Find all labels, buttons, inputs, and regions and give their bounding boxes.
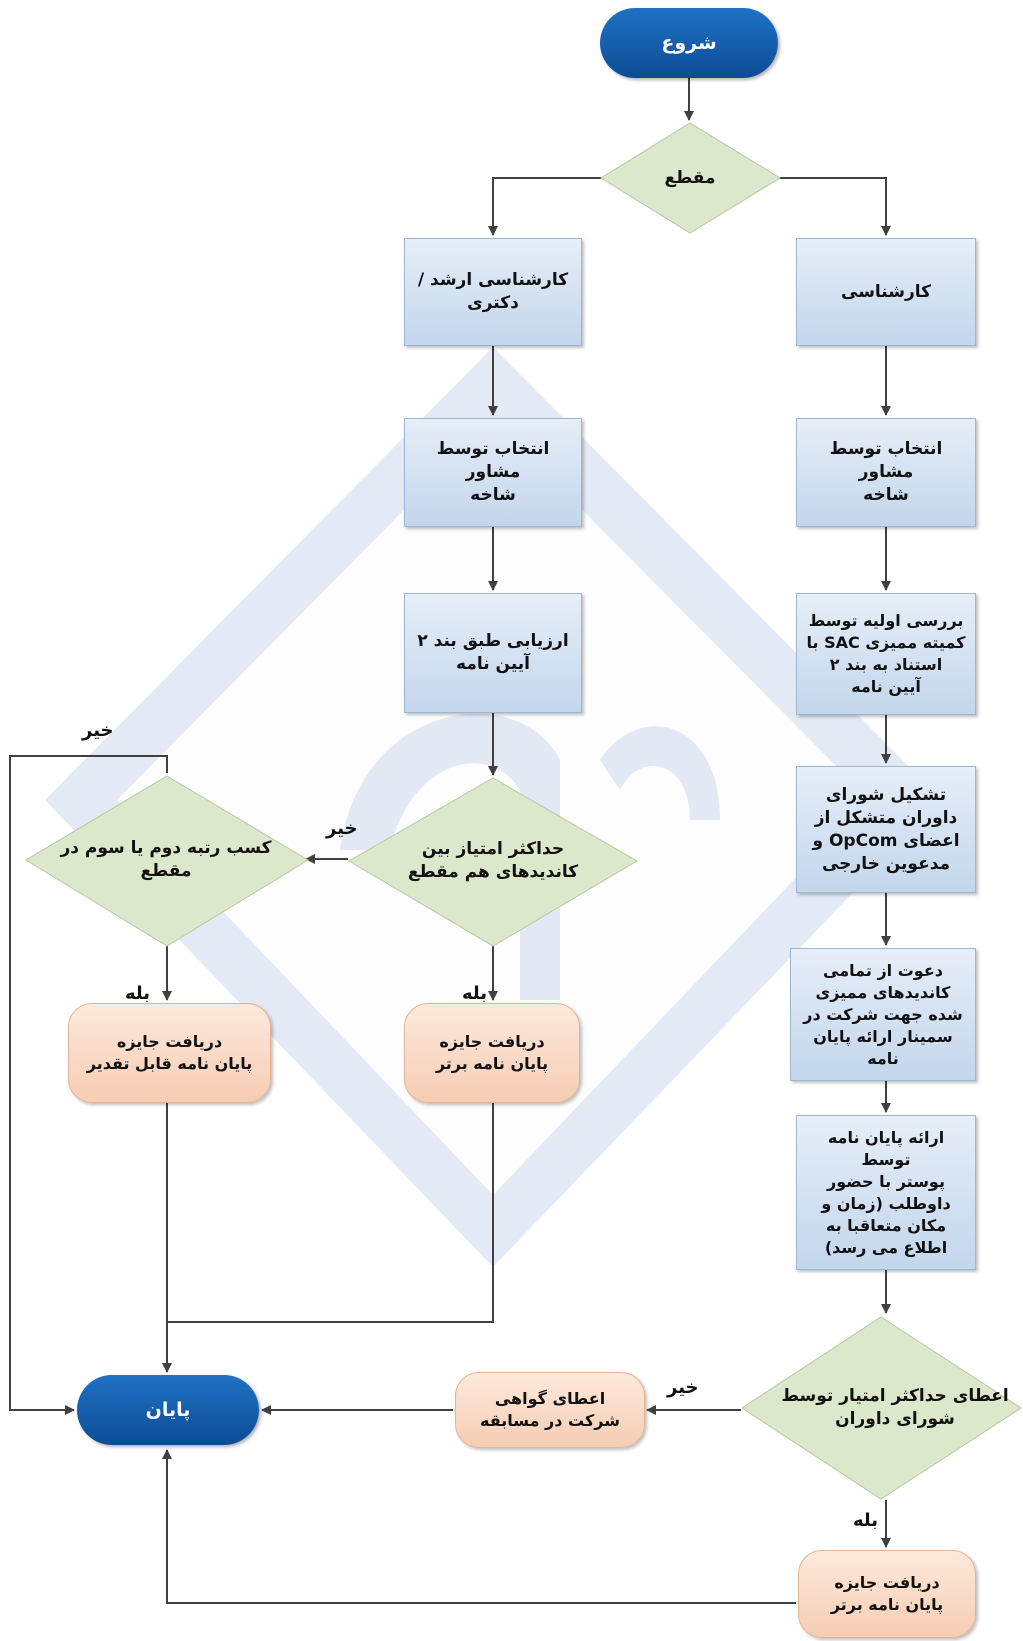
rank-decision: کسب رتبه دوم یا سوم در مقطع bbox=[40, 834, 292, 886]
end-terminal: پایان bbox=[77, 1375, 259, 1445]
rank-decision-label: کسب رتبه دوم یا سوم در مقطع bbox=[60, 838, 272, 881]
yes-label-bottom: بله bbox=[853, 1510, 879, 1531]
level-decision-label: مقطع bbox=[664, 167, 716, 188]
rank-decision-shape bbox=[25, 775, 309, 947]
start-terminal: شروع bbox=[600, 8, 778, 78]
advisor-selection-left-label: انتخاب توسط مشاور شاخه bbox=[436, 439, 550, 505]
start-label: شروع bbox=[661, 32, 717, 54]
evaluation-box: ارزیابی طبق بند ۲ آیین نامه bbox=[404, 593, 582, 713]
jury-max-decision-label: اعطای حداکثر امتیار توسط شورای داوران bbox=[781, 1386, 1009, 1429]
level-decision-shape bbox=[600, 122, 781, 234]
sac-review-label: بررسی اولیه توسط کمیته ممیزی SAC با استن… bbox=[806, 611, 966, 696]
jury-formation-label: تشکیل شورای داوران متشکل از اعضای OpCom … bbox=[812, 784, 960, 874]
level-decision: مقطع bbox=[630, 158, 750, 198]
masters-phd-label: کارشناسی ارشد / دکتری bbox=[417, 270, 569, 313]
participation-certificate-label: اعطای گواهی شرکت در مسابقه bbox=[480, 1389, 620, 1430]
masters-phd-box: کارشناسی ارشد / دکتری bbox=[404, 238, 582, 346]
top-thesis-award-bottom: دریافت جایزه پایان نامه برتر bbox=[798, 1550, 976, 1638]
sac-review-box: بررسی اولیه توسط کمیته ممیزی SAC با استن… bbox=[796, 593, 976, 715]
no-label-mid: خیر bbox=[326, 818, 358, 839]
top-thesis-award-mid: دریافت جایزه پایان نامه برتر bbox=[404, 1003, 580, 1103]
jury-max-decision: اعطای حداکثر امتیار توسط شورای داوران bbox=[770, 1382, 1020, 1434]
seminar-invite-label: دعوت از تمامی کاندیدهای ممیزی شده جهت شر… bbox=[803, 960, 963, 1068]
end-label: پایان bbox=[145, 1399, 191, 1421]
participation-certificate: اعطای گواهی شرکت در مسابقه bbox=[455, 1372, 645, 1448]
bachelor-label: کارشناسی bbox=[841, 281, 932, 302]
jury-formation-box: تشکیل شورای داوران متشکل از اعضای OpCom … bbox=[796, 766, 976, 893]
merit-thesis-award-label: دریافت جایزه پایان نامه قابل تقدیر bbox=[86, 1032, 253, 1073]
bachelor-box: کارشناسی bbox=[796, 238, 976, 346]
max-score-decision-shape bbox=[348, 777, 638, 947]
max-score-decision-label: حداکثر امتیاز بین کاندیدهای هم مقطع bbox=[407, 839, 579, 882]
top-thesis-award-bottom-label: دریافت جایزه پایان نامه برتر bbox=[830, 1573, 944, 1614]
yes-label-mid: بله bbox=[462, 983, 488, 1004]
top-thesis-award-mid-label: دریافت جایزه پایان نامه برتر bbox=[435, 1032, 549, 1073]
no-label-top: خیر bbox=[82, 720, 114, 741]
advisor-selection-left-box: انتخاب توسط مشاور شاخه bbox=[404, 418, 582, 527]
yes-label-left: بله bbox=[125, 983, 151, 1004]
poster-presentation-box: ارائه پایان نامه توسط پوستر با حضور داوط… bbox=[796, 1115, 976, 1270]
advisor-selection-right-label: انتخاب توسط مشاور شاخه bbox=[829, 439, 943, 505]
poster-presentation-label: ارائه پایان نامه توسط پوستر با حضور داوط… bbox=[821, 1127, 951, 1257]
no-label-bottom: خیر bbox=[667, 1377, 699, 1398]
max-score-decision: حداکثر امتیاز بین کاندیدهای هم مقطع bbox=[378, 835, 608, 887]
seminar-invite-box: دعوت از تمامی کاندیدهای ممیزی شده جهت شر… bbox=[790, 948, 976, 1081]
advisor-selection-right-box: انتخاب توسط مشاور شاخه bbox=[796, 418, 976, 527]
jury-max-decision-shape bbox=[741, 1316, 1022, 1500]
evaluation-label: ارزیابی طبق بند ۲ آیین نامه bbox=[417, 631, 569, 674]
merit-thesis-award: دریافت جایزه پایان نامه قابل تقدیر bbox=[68, 1003, 271, 1103]
